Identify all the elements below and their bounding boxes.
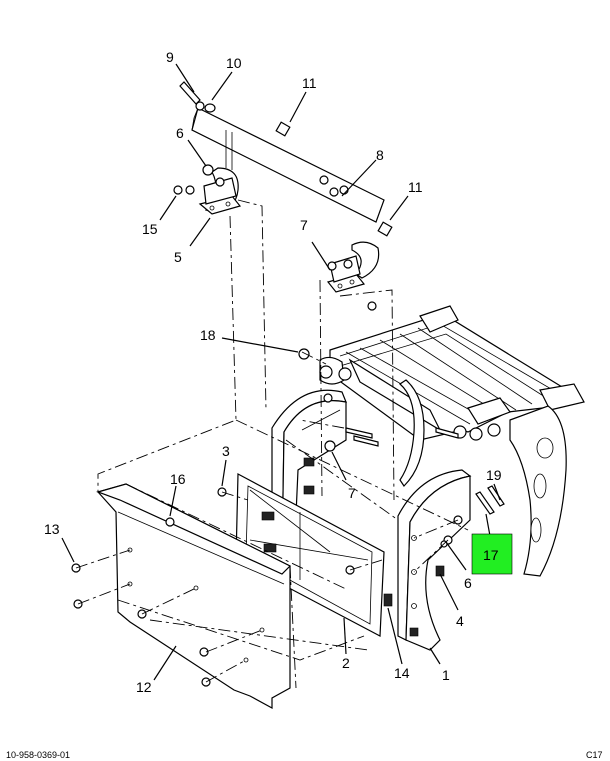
callout-11[interactable]: 11 (408, 179, 423, 195)
callout-16[interactable]: 16 (170, 471, 186, 487)
assembly-lines (75, 199, 469, 689)
callout-labels: 9 10 11 6 8 11 15 7 5 18 3 16 7 19 13 17… (44, 49, 502, 695)
callout-5[interactable]: 5 (174, 249, 182, 265)
callout-15[interactable]: 15 (142, 221, 158, 237)
footer-sheet-code: C17 (586, 750, 603, 760)
callout-7[interactable]: 7 (348, 485, 356, 501)
callout-18[interactable]: 18 (200, 327, 216, 343)
highlight-box-part-17[interactable] (471, 533, 513, 575)
leader-lines (61, 63, 501, 681)
fasteners (71, 81, 505, 687)
front-shield-part-12 (96, 483, 292, 710)
callout-13[interactable]: 13 (44, 521, 60, 537)
callout-1[interactable]: 1 (442, 667, 450, 683)
right-mount-bracket-part-7 (326, 255, 366, 293)
callout-10[interactable]: 10 (226, 55, 242, 71)
callout-6[interactable]: 6 (176, 125, 184, 141)
callout-6[interactable]: 6 (464, 575, 472, 591)
vertical-bracket-center (399, 379, 425, 487)
callout-7[interactable]: 7 (300, 217, 308, 233)
callout-4[interactable]: 4 (456, 613, 464, 629)
callout-3[interactable]: 3 (222, 443, 230, 459)
callout-17[interactable]: 17 (483, 547, 499, 563)
callout-11[interactable]: 11 (302, 75, 317, 91)
callout-19[interactable]: 19 (486, 467, 502, 483)
callout-12[interactable]: 12 (136, 679, 152, 695)
callout-2[interactable]: 2 (342, 655, 350, 671)
callout-9[interactable]: 9 (166, 49, 174, 65)
footer-drawing-number: 10-958-0369-01 (6, 750, 70, 760)
callout-14[interactable]: 14 (394, 665, 410, 681)
callout-8[interactable]: 8 (376, 147, 384, 163)
center-frame-part-2 (235, 473, 385, 637)
